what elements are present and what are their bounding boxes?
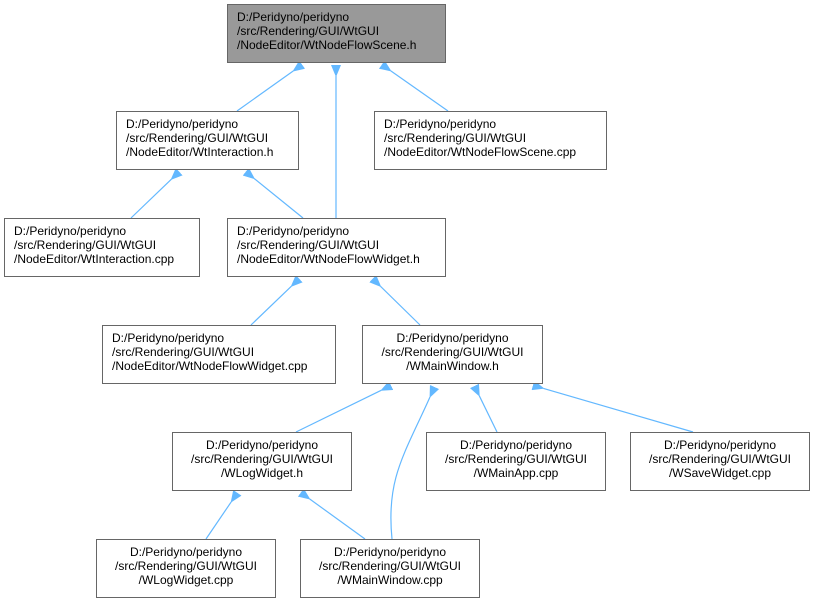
file-node-wmainapp-cpp[interactable]: D:/Peridyno/peridyno/src/Rendering/GUI/W… [426, 432, 606, 491]
file-node-wtinteraction-h[interactable]: D:/Peridyno/peridyno/src/Rendering/GUI/W… [116, 111, 299, 170]
file-node-wtinteraction-cpp[interactable]: D:/Peridyno/peridyno/src/Rendering/GUI/W… [4, 218, 200, 277]
file-node-wlogwidget-h[interactable]: D:/Peridyno/peridyno/src/Rendering/GUI/W… [172, 432, 352, 491]
include-edge-wlogwidget-cpp-to-wlogwidget-h [205, 489, 242, 540]
include-edge-wtinteraction-h-to-wtnodeflowscene-h [236, 60, 306, 112]
file-path-line: /src/Rendering/GUI/WtGUI [126, 131, 269, 145]
include-edge-wsavewidget-cpp-to-wmainwindow-h [531, 380, 694, 433]
file-path-line: /WSaveWidget.cpp [668, 466, 772, 480]
file-path-line: /src/Rendering/GUI/WtGUI [444, 452, 588, 466]
file-node-wsavewidget-cpp[interactable]: D:/Peridyno/peridyno/src/Rendering/GUI/W… [630, 432, 810, 491]
file-path-line: /src/Rendering/GUI/WtGUI [384, 131, 527, 145]
file-path-line: /src/Rendering/GUI/WtGUI [648, 452, 792, 466]
file-path-line: /src/Rendering/GUI/WtGUI [114, 559, 258, 573]
file-node-wtnodeflowscene-h: D:/Peridyno/peridyno/src/Rendering/GUI/W… [227, 4, 446, 63]
include-edge-wtnodeflowwidget-cpp-to-wtnodeflowwidget-h [250, 275, 303, 326]
file-path-line: /src/Rendering/GUI/WtGUI [190, 452, 334, 466]
file-path-line: /WLogWidget.h [220, 466, 304, 480]
file-path-line: D:/Peridyno/peridyno [237, 10, 350, 24]
include-edge-wmainwindow-cpp-to-wmainwindow-h [390, 384, 440, 540]
file-path-line: /NodeEditor/WtNodeFlowWidget.cpp [112, 359, 308, 373]
file-path-line: D:/Peridyno/peridyno [112, 331, 225, 345]
file-path-line: D:/Peridyno/peridyno [396, 331, 509, 345]
file-node-wmainwindow-h[interactable]: D:/Peridyno/peridyno/src/Rendering/GUI/W… [362, 325, 543, 384]
file-path-line: /NodeEditor/WtNodeFlowScene.cpp [384, 145, 577, 159]
file-path-line: /src/Rendering/GUI/WtGUI [112, 345, 255, 359]
include-edge-wmainwindow-cpp-to-wlogwidget-h [297, 488, 366, 540]
file-path-line: /WMainWindow.h [406, 359, 499, 373]
file-path-line: D:/Peridyno/peridyno [129, 545, 243, 559]
include-edge-wmainapp-cpp-to-wmainwindow-h [469, 383, 498, 433]
file-node-wtnodeflowwidget-cpp[interactable]: D:/Peridyno/peridyno/src/Rendering/GUI/W… [102, 325, 336, 384]
file-node-wmainwindow-cpp[interactable]: D:/Peridyno/peridyno/src/Rendering/GUI/W… [300, 539, 480, 598]
file-path-line: /WMainApp.cpp [473, 466, 559, 480]
edge-layer [130, 60, 694, 540]
file-path-line: D:/Peridyno/peridyno [237, 224, 350, 238]
file-node-wlogwidget-cpp[interactable]: D:/Peridyno/peridyno/src/Rendering/GUI/W… [96, 539, 276, 598]
include-edge-wtnodeflowscene-cpp-to-wtnodeflowscene-h [378, 60, 449, 112]
file-path-line: D:/Peridyno/peridyno [384, 117, 497, 131]
file-path-line: /src/Rendering/GUI/WtGUI [14, 238, 157, 252]
file-path-line: /NodeEditor/WtInteraction.cpp [14, 252, 175, 266]
file-path-line: /WLogWidget.cpp [138, 573, 234, 587]
file-path-line: D:/Peridyno/peridyno [663, 438, 777, 452]
file-node-wtnodeflowwidget-h[interactable]: D:/Peridyno/peridyno/src/Rendering/GUI/W… [227, 218, 446, 277]
file-path-line: D:/Peridyno/peridyno [14, 224, 127, 238]
file-path-line: D:/Peridyno/peridyno [205, 438, 319, 452]
include-edge-wmainwindow-h-to-wtnodeflowwidget-h [369, 275, 421, 326]
include-edge-wtinteraction-cpp-to-wtinteraction-h [130, 168, 183, 219]
file-path-line: /WMainWindow.cpp [337, 573, 443, 587]
file-path-line: /NodeEditor/WtNodeFlowScene.h [237, 38, 417, 52]
file-path-line: /src/Rendering/GUI/WtGUI [381, 345, 524, 359]
include-edge-wlogwidget-h-to-wmainwindow-h [295, 380, 394, 433]
file-path-line: /src/Rendering/GUI/WtGUI [237, 238, 380, 252]
file-node-wtnodeflowscene-cpp[interactable]: D:/Peridyno/peridyno/src/Rendering/GUI/W… [374, 111, 607, 170]
file-path-line: /NodeEditor/WtNodeFlowWidget.h [237, 252, 420, 266]
file-path-line: D:/Peridyno/peridyno [126, 117, 239, 131]
file-path-line: D:/Peridyno/peridyno [459, 438, 573, 452]
include-edge-wtnodeflowwidget-h-to-wtinteraction-h [242, 167, 304, 219]
file-path-line: /NodeEditor/WtInteraction.h [126, 145, 274, 159]
file-path-line: /src/Rendering/GUI/WtGUI [318, 559, 462, 573]
file-path-line: /src/Rendering/GUI/WtGUI [237, 24, 380, 38]
file-path-line: D:/Peridyno/peridyno [333, 545, 447, 559]
